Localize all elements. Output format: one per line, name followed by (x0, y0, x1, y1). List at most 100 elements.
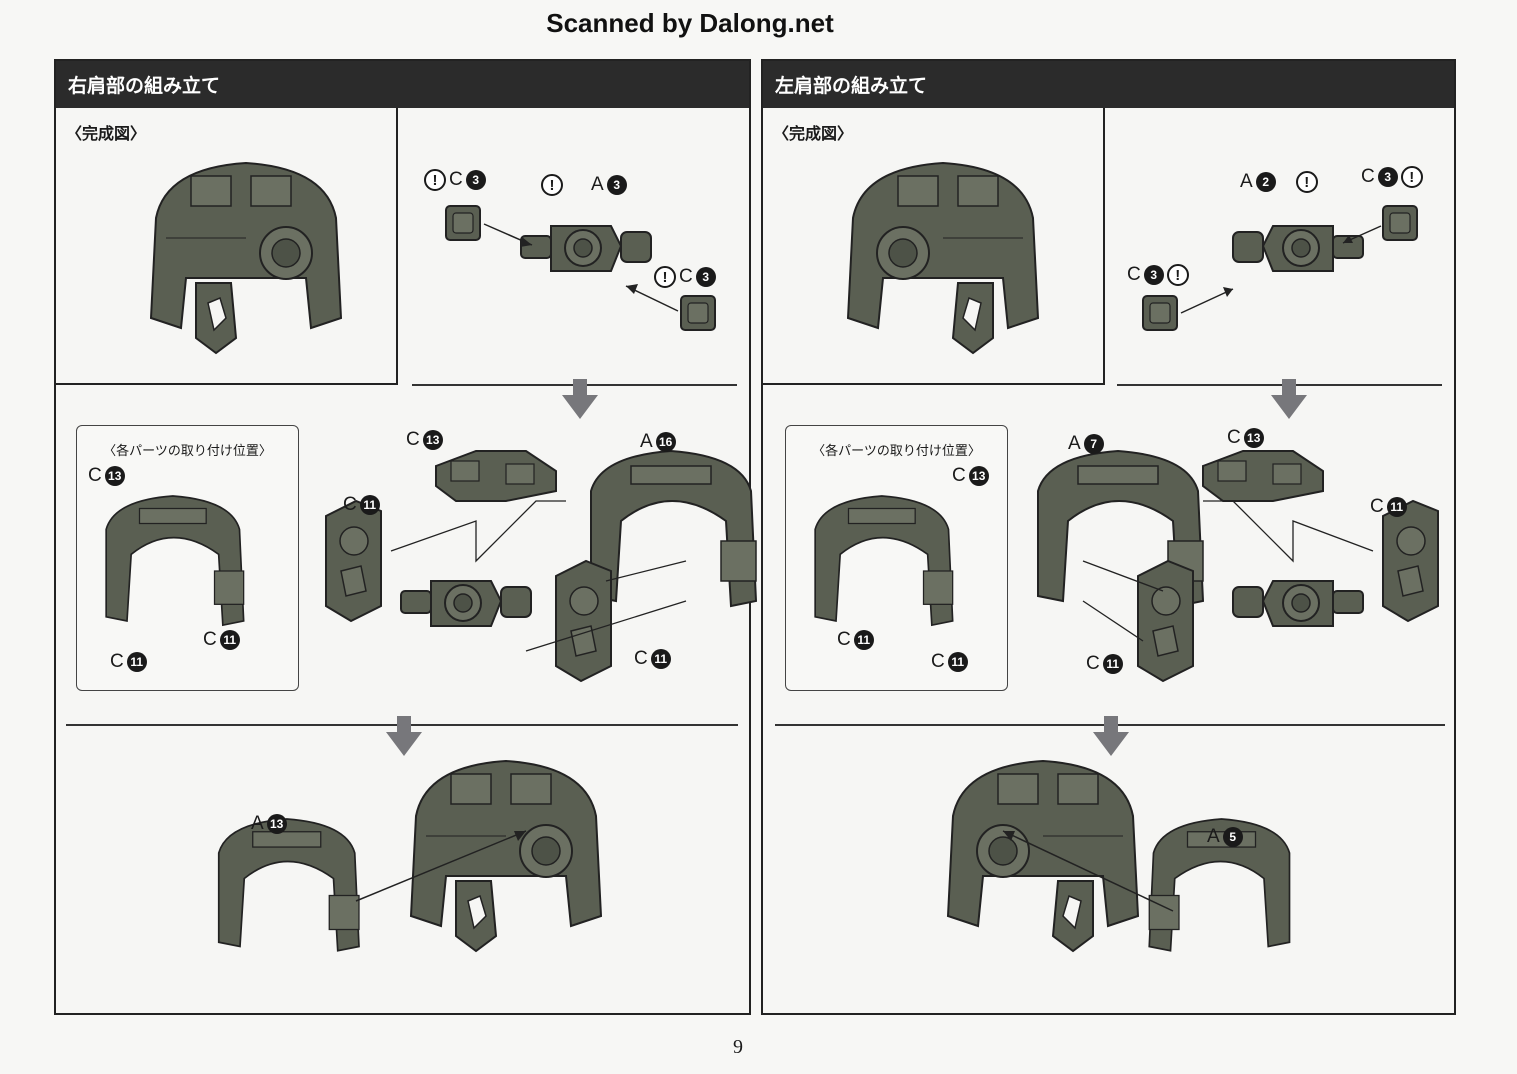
callout-number: 11 (219, 630, 240, 650)
watermark: Scanned by Dalong.net (546, 8, 834, 38)
callout-number: 2 (1255, 172, 1276, 192)
callout-number: 11 (359, 495, 380, 515)
page-number: 9 (733, 1036, 743, 1058)
callout-number: 3 (465, 170, 486, 190)
callout-number: 13 (968, 466, 989, 486)
callout-number: 7 (1083, 434, 1104, 454)
completed-shoulder-illustration (847, 162, 1039, 354)
callout-letter: C (406, 429, 420, 450)
inset-title: 〈各パーツの取り付け位置〉 (812, 444, 981, 459)
section-title: 左肩部の組み立て (775, 75, 928, 97)
callout-letter: C (837, 629, 851, 650)
completed-view-box: 〈完成図〉 (56, 108, 398, 385)
callout-number: 16 (655, 432, 676, 452)
callout-letter: C (1127, 264, 1141, 285)
callout-number: 11 (947, 652, 968, 672)
step3-illustration (947, 760, 1291, 952)
warning-icon: ! (541, 174, 563, 196)
down-arrow-icon (1093, 716, 1129, 756)
callout-letter: C (679, 266, 693, 287)
callout-number: 3 (606, 175, 627, 195)
completed-view-box: 〈完成図〉 (763, 108, 1105, 385)
callout-letter: C (449, 169, 463, 190)
step-separator (1117, 384, 1442, 386)
step3-illustration (217, 760, 602, 952)
callout-letter: C (110, 651, 124, 672)
inset-illustration (105, 495, 245, 627)
step2-illustration (1037, 450, 1439, 682)
warning-icon: ! (424, 169, 446, 191)
section-title: 右肩部の組み立て (68, 75, 221, 97)
callout-letter: C (343, 494, 357, 515)
callout-number: 11 (126, 652, 147, 672)
callout-number: 3 (1143, 265, 1164, 285)
callout-letter: A (251, 813, 264, 834)
callout-number: 11 (1386, 497, 1407, 517)
callout-letter: C (634, 648, 648, 669)
warning-icon: ! (654, 266, 676, 288)
callout-number: 11 (853, 630, 874, 650)
callout-letter: A (640, 431, 653, 452)
callout-letter: C (1227, 427, 1241, 448)
down-arrow-icon (386, 716, 422, 756)
step1-illustration (445, 205, 716, 331)
callout-number: 3 (1377, 167, 1398, 187)
down-arrow-icon (562, 379, 598, 419)
callout-number: 13 (422, 430, 443, 450)
inset-illustration (814, 495, 954, 627)
callout-letter: C (203, 629, 217, 650)
inset-title: 〈各パーツの取り付け位置〉 (103, 444, 272, 459)
callout-number: 13 (1243, 428, 1264, 448)
completed-shoulder-illustration (150, 162, 342, 354)
callout-number: 11 (1102, 654, 1123, 674)
warning-icon: ! (1295, 171, 1318, 193)
callout-number: 13 (266, 814, 287, 834)
warning-icon: ! (1166, 264, 1189, 286)
callout-letter: C (1361, 166, 1375, 187)
completed-label: 〈完成図〉 (773, 124, 854, 143)
callout-number: 11 (650, 649, 671, 669)
warning-icon: ! (1400, 166, 1423, 188)
callout-letter: A (1240, 171, 1253, 192)
callout-letter: C (1370, 496, 1384, 517)
callout-letter: C (952, 465, 966, 486)
callout-letter: A (591, 174, 604, 195)
down-arrow-icon (1271, 379, 1307, 419)
callout-letter: C (931, 651, 945, 672)
callout-number: 13 (104, 466, 125, 486)
step1-illustration (1142, 205, 1418, 331)
completed-label: 〈完成図〉 (66, 124, 147, 143)
callout-letter: C (88, 465, 102, 486)
callout-letter: C (1086, 653, 1100, 674)
callout-number: 3 (695, 267, 716, 287)
section-header: 右肩部の組み立て (56, 61, 749, 108)
callout-letter: A (1207, 826, 1220, 847)
callout-letter: A (1068, 433, 1081, 454)
step2-illustration (325, 450, 757, 682)
callout-number: 5 (1222, 827, 1243, 847)
